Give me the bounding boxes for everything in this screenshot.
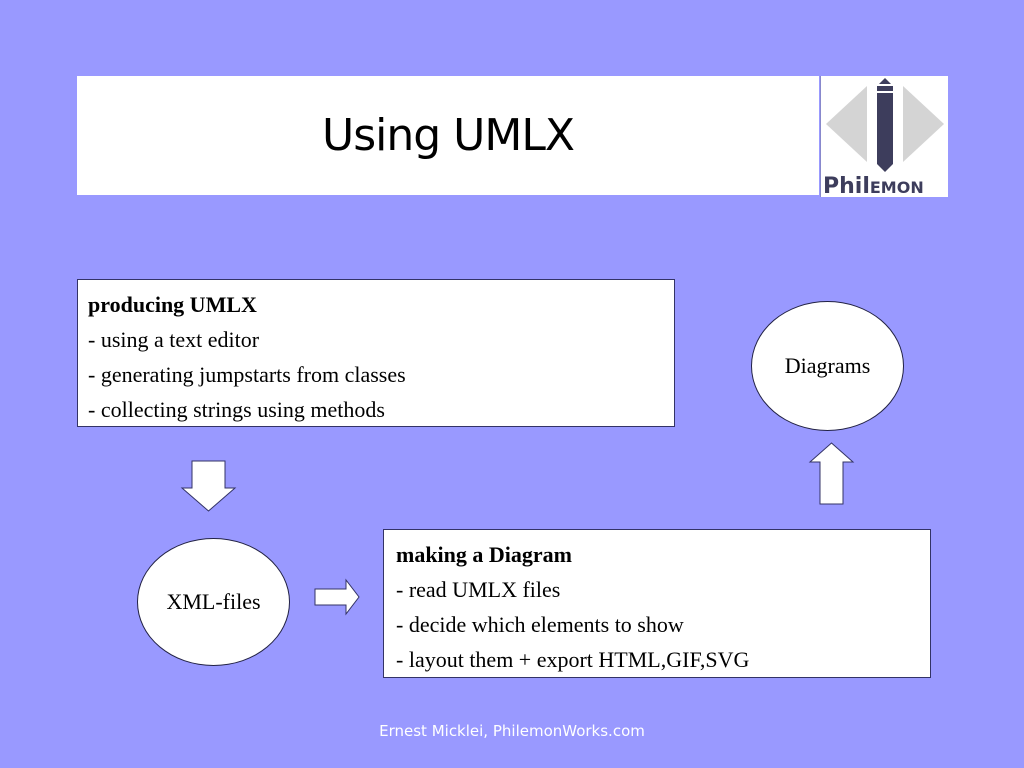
down-arrow-icon [180, 460, 237, 512]
footer-credit: Ernest Micklei, PhilemonWorks.com [379, 722, 645, 740]
logo-text: PhilEMON [823, 174, 924, 197]
producing-item: - using a text editor [88, 327, 260, 352]
slide-title: Using UMLX [322, 110, 575, 161]
producing-item: - generating jumpstarts from classes [88, 362, 406, 387]
producing-umlx-box: producing UMLX - using a text editor - g… [77, 279, 675, 427]
xml-files-node: XML-files [137, 538, 290, 666]
producing-umlx-heading: producing UMLX [88, 292, 257, 317]
xml-files-label: XML-files [166, 589, 261, 614]
making-diagram-box: making a Diagram - read UMLX files - dec… [383, 529, 931, 678]
right-arrow-icon [314, 578, 360, 616]
making-diagram-heading: making a Diagram [396, 542, 572, 567]
up-arrow-icon [808, 442, 855, 505]
producing-item: - collecting strings using methods [88, 397, 385, 422]
making-item: - layout them + export HTML,GIF,SVG [396, 647, 750, 672]
philemon-logo-icon: PhilEMON [823, 78, 944, 197]
diagrams-node: Diagrams [751, 301, 904, 431]
philemon-logo: PhilEMON [820, 76, 948, 197]
diagrams-label: Diagrams [784, 353, 871, 378]
title-bar: Using UMLX [77, 76, 819, 195]
making-item: - read UMLX files [396, 577, 561, 602]
making-item: - decide which elements to show [396, 612, 684, 637]
